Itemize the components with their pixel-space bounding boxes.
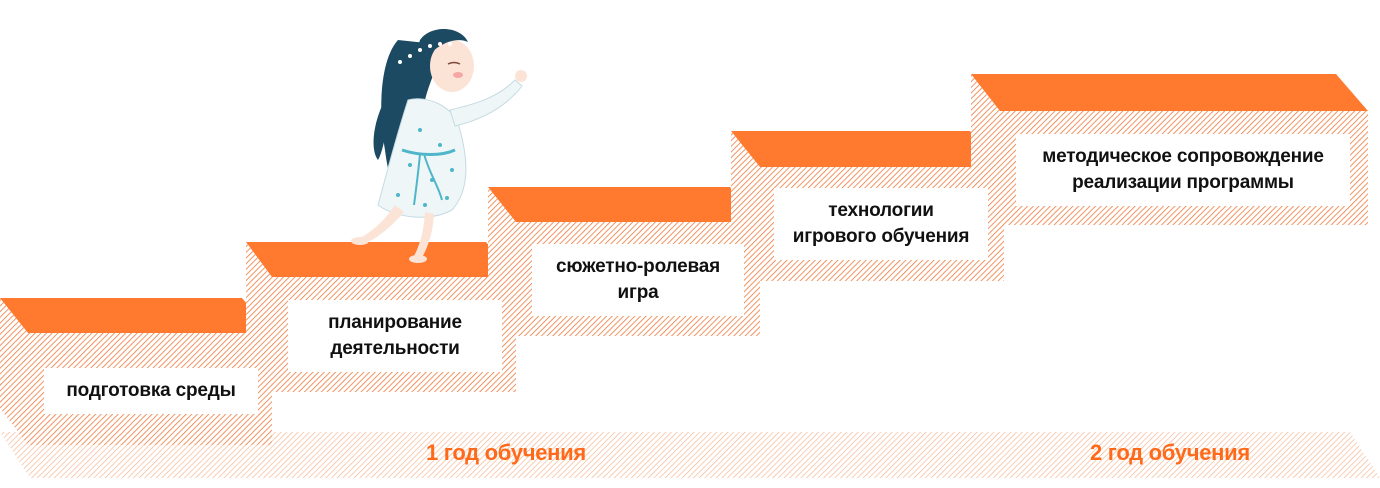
step-5-top [971,74,1368,111]
step-2-side [246,242,272,392]
step-3-label: сюжетно-ролевая игра [532,244,744,316]
step-2-label: планирование деятельности [288,300,502,372]
step-1-side [0,298,28,445]
year-1-label: 1 год обучения [426,440,586,465]
step-5-text: методическое сопровождение реализации пр… [1042,146,1324,193]
year-2-label: 2 год обучения [1090,440,1250,465]
step-4-label: технологии игрового обучения [774,188,988,260]
step-1-top [0,298,272,333]
step-4-side [731,131,760,281]
step-5-label: методическое сопровождение реализации пр… [1016,134,1350,206]
step-1-text: подготовка среды [66,380,236,402]
step-2-text: планирование деятельности [328,312,462,359]
step-3-side [488,187,516,336]
step-5-side [971,74,1000,225]
girl-climbing-stairs-icon [351,28,527,263]
year-band-2 [985,432,1380,478]
step-2-top [246,242,516,277]
step-4-text: технологии игрового обучения [792,200,970,247]
step-3-text: сюжетно-ролевая игра [555,256,720,303]
step-3-top [488,187,760,222]
step-4-top [731,131,1000,167]
step-1-label: подготовка среды [44,368,258,414]
